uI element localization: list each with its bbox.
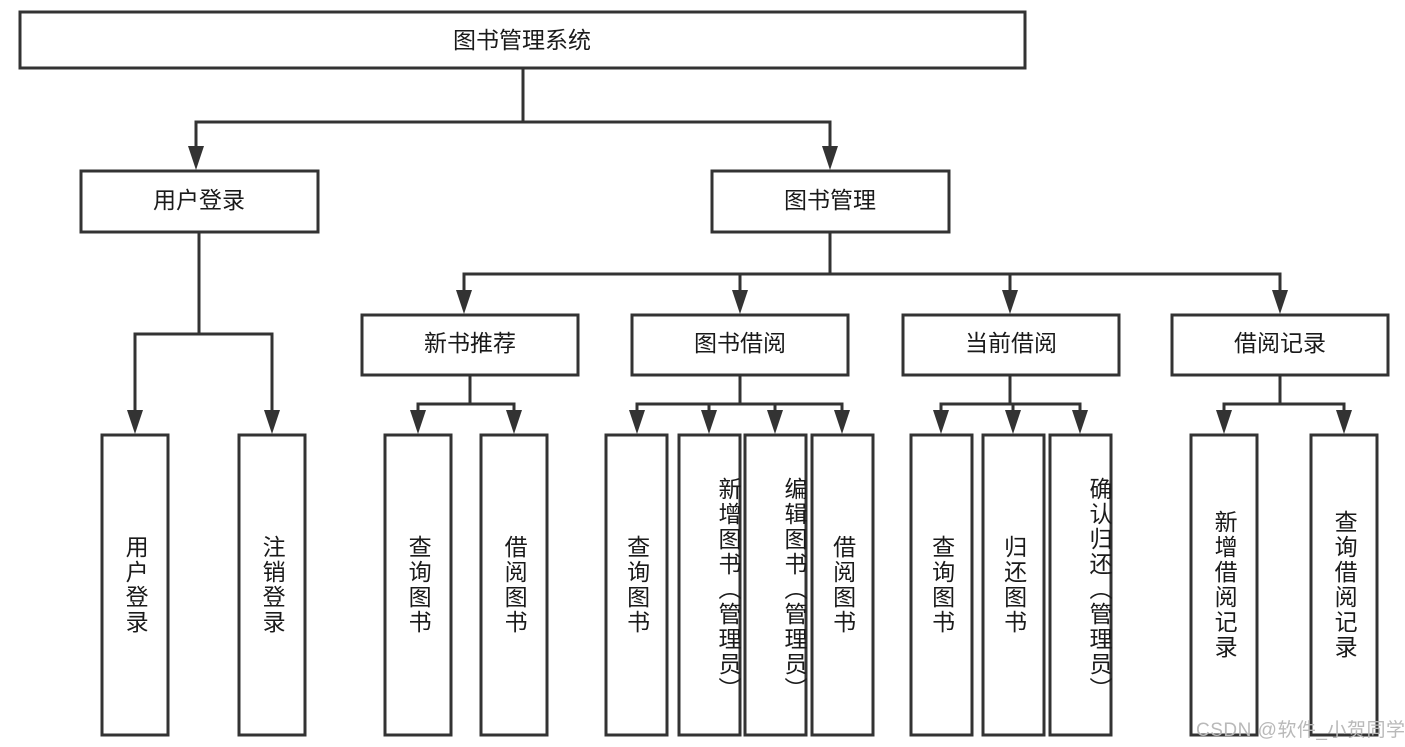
leaf-box-add-book-admin[interactable] (677, 433, 742, 737)
arrowhead-leaf-userlogin (127, 410, 143, 434)
node-book-borrow[interactable]: 图书借阅 (630, 313, 850, 377)
arrowhead-cu1 (933, 410, 949, 434)
arrowhead-re1 (1216, 410, 1232, 434)
node-new-book-recommend-label: 新书推荐 (424, 330, 516, 356)
arrowhead-re2 (1336, 410, 1352, 434)
leaf-boxes (100, 433, 1379, 737)
node-new-book-recommend-box[interactable] (360, 313, 580, 377)
arrowhead-nb1 (410, 410, 426, 434)
connector-group-borrow-to-leaves (629, 373, 850, 434)
node-borrow-record-label: 借阅记录 (1234, 330, 1326, 356)
leaf-box-edit-book-admin[interactable] (743, 433, 808, 737)
arrowhead-bo2 (701, 410, 717, 434)
connector-group-current-to-leaves (933, 373, 1088, 434)
node-user-login-label: 用户登录 (153, 187, 245, 213)
arrowhead-bo4 (834, 410, 850, 434)
arrowhead-book-manage (822, 146, 838, 170)
leaf-box-query-book-2[interactable] (604, 433, 669, 737)
connector-group-newbook-to-leaves (410, 373, 522, 434)
arrowhead-leaf-logout (264, 410, 280, 434)
node-root[interactable]: 图书管理系统 (18, 10, 1027, 70)
connector-group-record-to-leaves (1216, 373, 1352, 434)
node-borrow-record[interactable]: 借阅记录 (1170, 313, 1390, 377)
node-new-book-recommend[interactable]: 新书推荐 (360, 313, 580, 377)
node-root-label: 图书管理系统 (453, 27, 591, 53)
leaf-box-return-book[interactable] (981, 433, 1046, 737)
node-book-management[interactable]: 图书管理 (710, 169, 951, 234)
node-user-login-box[interactable] (79, 169, 320, 234)
node-book-borrow-label: 图书借阅 (694, 330, 786, 356)
arrowhead-current (1002, 290, 1018, 314)
leaf-box-add-borrow-record[interactable] (1189, 433, 1259, 737)
node-book-management-box[interactable] (710, 169, 951, 234)
arrowhead-borrow (732, 290, 748, 314)
node-book-management-label: 图书管理 (784, 187, 876, 213)
arrowhead-record (1272, 290, 1288, 314)
leaf-box-query-book-1[interactable] (383, 433, 453, 737)
connector-group-root-to-level1 (188, 66, 838, 170)
node-current-borrow-box[interactable] (901, 313, 1121, 377)
arrowhead-newbook (456, 290, 472, 314)
connector-group-userlogin-to-leaves (127, 230, 280, 434)
arrowhead-bo1 (629, 410, 645, 434)
csdn-watermark: CSDN @软件_小贺同学 (1196, 720, 1405, 741)
node-borrow-record-box[interactable] (1170, 313, 1390, 377)
arrowhead-cu3 (1072, 410, 1088, 434)
arrowhead-user-login (188, 146, 204, 170)
connector-group-booklmanage-to-level2 (456, 230, 1288, 314)
leaf-box-borrow-book-2[interactable] (810, 433, 875, 737)
leaf-box-logout[interactable] (237, 433, 307, 737)
leaf-box-query-book-3[interactable] (909, 433, 974, 737)
node-user-login[interactable]: 用户登录 (79, 169, 320, 234)
node-current-borrow-label: 当前借阅 (965, 330, 1057, 356)
arrowhead-cu2 (1005, 410, 1021, 434)
node-root-box[interactable] (18, 10, 1027, 70)
leaf-box-user-login[interactable] (100, 433, 170, 737)
arrowhead-nb2 (506, 410, 522, 434)
node-book-borrow-box[interactable] (630, 313, 850, 377)
leaf-box-borrow-book-1[interactable] (479, 433, 549, 737)
node-current-borrow[interactable]: 当前借阅 (901, 313, 1121, 377)
leaf-box-query-borrow-record[interactable] (1309, 433, 1379, 737)
arrowhead-bo3 (767, 410, 783, 434)
leaf-box-confirm-return-admin[interactable] (1048, 433, 1113, 737)
